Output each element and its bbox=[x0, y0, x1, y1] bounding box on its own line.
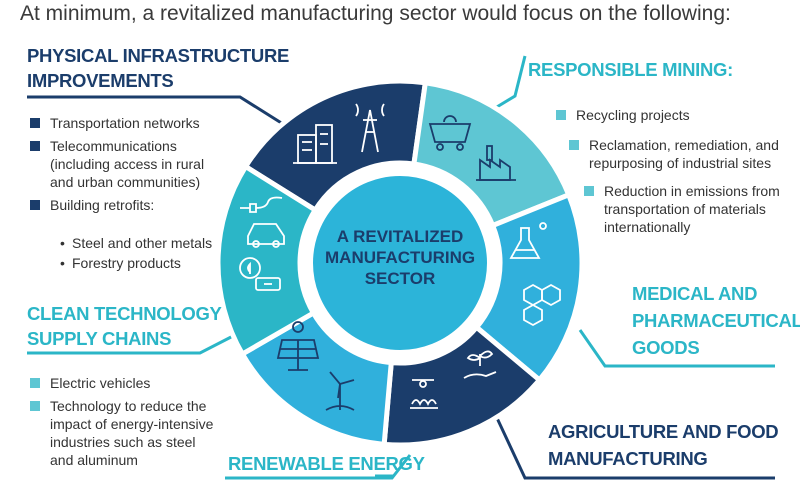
list-item: Forestry products bbox=[58, 253, 212, 273]
list-item: Telecommunications(including access in r… bbox=[30, 137, 204, 191]
segment-physical bbox=[242, 78, 429, 214]
buildings-icon bbox=[293, 124, 337, 164]
plant-hand-icon bbox=[463, 350, 497, 379]
wind-turbine-icon bbox=[325, 371, 355, 411]
intro-text: At minimum, a revitalized manufacturing … bbox=[20, 2, 731, 25]
connector-medical bbox=[578, 329, 775, 368]
list-item: Transportation networks bbox=[30, 114, 204, 132]
clean-list: Electric vehicles Technology to reduce t… bbox=[30, 374, 213, 474]
center-line-1: A REVITALIZED bbox=[336, 227, 464, 246]
renewable-title: RENEWABLE ENERGY bbox=[228, 453, 425, 474]
mining-list: Recycling projects bbox=[556, 106, 690, 134]
list-item: Electric vehicles bbox=[30, 374, 213, 392]
connector-agri bbox=[495, 417, 775, 480]
recycling-cart-icon bbox=[428, 115, 472, 151]
transmission-tower-icon bbox=[355, 103, 385, 153]
physical-title-1: PHYSICAL INFRASTRUCTURE bbox=[27, 45, 290, 66]
list-item: Recycling projects bbox=[556, 106, 690, 124]
molecule-icon bbox=[523, 283, 561, 327]
plug-icon bbox=[240, 196, 283, 213]
drone-crop-icon bbox=[410, 379, 438, 409]
agriculture-title: AGRICULTURE AND FOOD MANUFACTURING bbox=[548, 421, 779, 469]
center-line-2: MANUFACTURING bbox=[325, 248, 476, 267]
clean-title-2: SUPPLY CHAINS bbox=[27, 328, 172, 349]
list-item: Building retrofits: bbox=[30, 196, 204, 214]
clean-title-1: CLEAN TECHNOLOGY bbox=[27, 303, 222, 324]
center-label: A REVITALIZED MANUFACTURING SECTOR bbox=[325, 226, 475, 289]
factory-icon bbox=[476, 145, 516, 181]
medical-title: MEDICAL AND PHARMACEUTICAL GOODS bbox=[632, 283, 800, 358]
connector-clean bbox=[27, 333, 236, 355]
segment-clean-tech bbox=[215, 163, 319, 358]
physical-title-2: IMPROVEMENTS bbox=[27, 70, 174, 91]
mining-title: RESPONSIBLE MINING: bbox=[528, 59, 734, 80]
connector-renew bbox=[225, 454, 412, 480]
list-item: Steel and other metals bbox=[58, 233, 212, 253]
center-circle bbox=[307, 170, 493, 356]
connector-physical bbox=[27, 95, 284, 126]
center-line-3: SECTOR bbox=[364, 269, 436, 288]
physical-list: Transportation networks Telecommunicatio… bbox=[30, 114, 204, 219]
solar-panel-icon bbox=[276, 321, 320, 371]
electric-car-icon bbox=[247, 223, 285, 248]
physical-sublist: Steel and other metals Forestry products bbox=[58, 233, 212, 273]
flask-icon bbox=[509, 222, 547, 259]
leaf-battery-icon bbox=[239, 257, 281, 291]
